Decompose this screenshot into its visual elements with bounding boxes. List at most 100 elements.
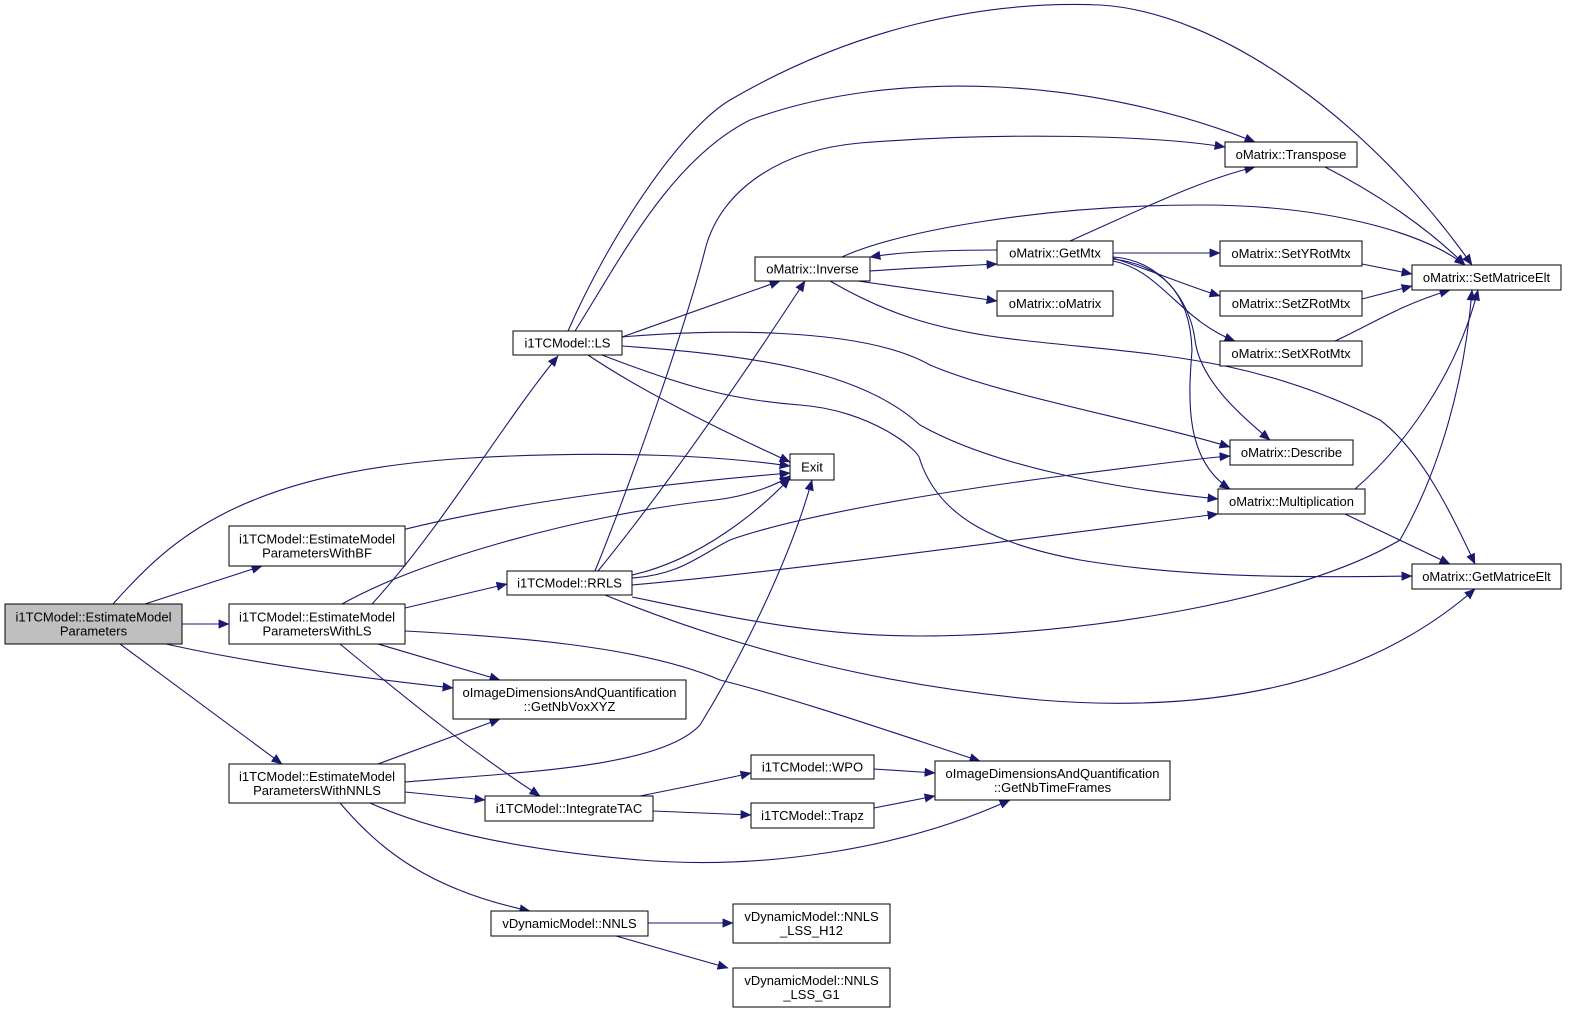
node-nbtf[interactable]: oImageDimensionsAndQuantification::GetNb… — [934, 760, 1171, 801]
node-box — [1229, 439, 1354, 466]
node-label: i1TCModel::LS — [525, 336, 611, 351]
node-box — [512, 330, 623, 356]
node-integ[interactable]: i1TCModel::IntegrateTAC — [484, 795, 654, 822]
node-nnlsp[interactable]: i1TCModel::EstimateModelParametersWithNN… — [228, 763, 406, 804]
node-omatrix[interactable]: oMatrix::oMatrix — [996, 290, 1114, 317]
node-label: _LSS_H12 — [779, 923, 843, 938]
node-sety[interactable]: oMatrix::SetYRotMtx — [1219, 240, 1363, 267]
edge-rrls-to-setelt — [631, 289, 1476, 637]
edge-ls-to-inverse — [621, 280, 781, 338]
edge-lsp-to-nbtf — [404, 630, 981, 763]
node-label: vDynamicModel::NNLS — [502, 916, 637, 931]
node-transpose[interactable]: oMatrix::Transpose — [1224, 141, 1358, 168]
node-box — [996, 240, 1114, 266]
edge-rrls-to-mult — [631, 510, 1219, 586]
edge-rrls-to-getelt — [604, 588, 1476, 704]
node-label: ParametersWithLS — [262, 624, 371, 639]
node-rrls[interactable]: i1TCModel::RRLS — [506, 570, 633, 596]
node-nbvox[interactable]: oImageDimensionsAndQuantification::GetNb… — [452, 679, 687, 720]
edge-ls-to-mult — [621, 345, 1219, 503]
edge-getmtx-to-setx — [1112, 260, 1236, 342]
node-label: vDynamicModel::NNLS — [744, 973, 879, 988]
edge-inverse-to-getmtx — [869, 259, 998, 272]
edge-root-to-nnlsp — [119, 643, 283, 765]
edge-lsp-to-exit — [341, 475, 791, 605]
node-label: i1TCModel::EstimateModel — [239, 769, 395, 784]
node-setelt[interactable]: oMatrix::SetMatriceElt — [1411, 264, 1562, 291]
edge-integ-to-trapz — [652, 809, 752, 820]
node-label: oMatrix::Multiplication — [1229, 494, 1354, 509]
node-describe[interactable]: oMatrix::Describe — [1229, 439, 1354, 466]
node-label: oMatrix::GetMatriceElt — [1422, 569, 1551, 584]
node-box — [934, 760, 1171, 801]
edge-rrls-to-inverse — [597, 280, 806, 572]
node-label: oMatrix::SetXRotMtx — [1231, 346, 1351, 361]
edge-ls-to-transpose — [574, 85, 1256, 332]
node-box — [506, 570, 633, 596]
edge-ls-to-describe — [621, 331, 1231, 449]
edge-lsp-to-rrls — [404, 581, 508, 609]
edge-nnlsp-to-nbvox — [377, 718, 501, 765]
node-getmtx[interactable]: oMatrix::GetMtx — [996, 240, 1114, 266]
node-label: i1TCModel::EstimateModel — [239, 610, 395, 625]
node-label: Exit — [801, 460, 823, 475]
edge-mult-to-setelt — [1354, 289, 1480, 490]
node-setx[interactable]: oMatrix::SetXRotMtx — [1219, 340, 1363, 367]
node-inverse[interactable]: oMatrix::Inverse — [754, 256, 871, 282]
node-g1[interactable]: vDynamicModel::NNLS_LSS_G1 — [732, 967, 891, 1008]
node-label: oMatrix::Inverse — [766, 262, 858, 277]
node-label: ParametersWithNNLS — [253, 783, 381, 798]
node-box — [490, 910, 649, 937]
node-box — [1411, 264, 1562, 291]
node-exit[interactable]: Exit — [789, 453, 835, 481]
edge-sety-to-setelt — [1361, 263, 1413, 277]
node-label: i1TCModel::Trapz — [761, 808, 864, 823]
node-getelt[interactable]: oMatrix::GetMatriceElt — [1411, 563, 1562, 590]
node-box — [1411, 563, 1562, 590]
edge-root-to-exit — [112, 453, 791, 605]
node-mult[interactable]: oMatrix::Multiplication — [1217, 488, 1366, 515]
node-ls[interactable]: i1TCModel::LS — [512, 330, 623, 356]
edge-nnlsp-to-exit — [404, 479, 814, 783]
node-label: oMatrix::Describe — [1241, 445, 1342, 460]
node-h12[interactable]: vDynamicModel::NNLS_LSS_H12 — [732, 903, 891, 944]
node-label: ParametersWithBF — [262, 546, 372, 561]
node-label: oMatrix::SetZRotMtx — [1232, 296, 1351, 311]
node-box — [1217, 488, 1366, 515]
node-label: oMatrix::Transpose — [1236, 147, 1347, 162]
edge-nnlsp-to-nbtf — [369, 799, 1011, 864]
edge-inverse-to-getelt — [829, 280, 1476, 565]
edge-rrls-to-transpose — [594, 135, 1226, 572]
node-label: ::GetNbVoxXYZ — [524, 699, 616, 714]
node-label: oMatrix::oMatrix — [1009, 296, 1102, 311]
node-box — [732, 903, 891, 944]
edge-root-to-nbvox — [165, 643, 454, 692]
node-label: oMatrix::GetMtx — [1009, 246, 1101, 261]
node-box — [750, 754, 875, 780]
node-trapz[interactable]: i1TCModel::Trapz — [750, 802, 875, 829]
node-box — [484, 795, 654, 822]
node-box — [732, 967, 891, 1008]
edge-getmtx-to-describe — [1112, 256, 1271, 441]
node-box — [1224, 141, 1358, 168]
node-box — [1219, 340, 1363, 367]
node-wpo[interactable]: i1TCModel::WPO — [750, 754, 875, 780]
edge-getmtx-to-setz — [1112, 257, 1221, 298]
edge-lsp-to-integ — [339, 643, 541, 797]
node-label: oImageDimensionsAndQuantification — [463, 685, 677, 700]
edge-mult-to-getelt — [1344, 513, 1451, 565]
edge-lsp-to-ls — [371, 355, 559, 605]
node-vnnls[interactable]: vDynamicModel::NNLS — [490, 910, 649, 937]
node-setz[interactable]: oMatrix::SetZRotMtx — [1219, 290, 1363, 317]
node-label: i1TCModel::RRLS — [517, 576, 622, 591]
node-box — [228, 525, 406, 567]
node-box — [750, 802, 875, 829]
edge-lsp-to-nbvox — [377, 643, 501, 682]
node-label: i1TCModel::EstimateModel — [15, 610, 171, 625]
node-box — [228, 763, 406, 804]
node-box — [228, 603, 406, 645]
